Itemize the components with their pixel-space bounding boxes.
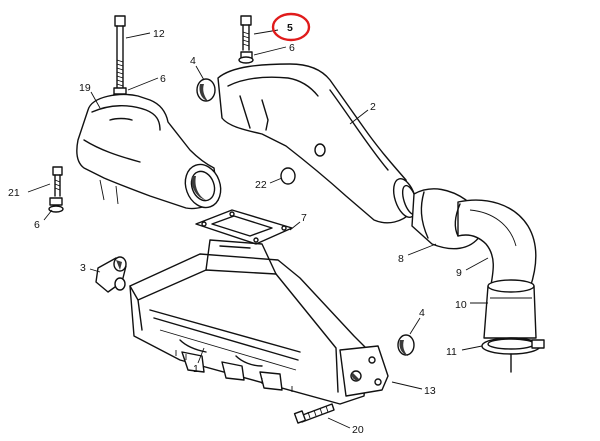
part-4-cap-lower bbox=[397, 334, 415, 356]
part-1-exhaust-manifold bbox=[129, 239, 369, 405]
part-12-bracket bbox=[339, 345, 389, 397]
part-21-bolt bbox=[52, 166, 63, 197]
part-6-washer-top bbox=[238, 51, 254, 64]
part-22-plug bbox=[280, 167, 296, 185]
callout-7: 7 bbox=[301, 212, 307, 224]
leader-lines bbox=[27, 29, 489, 429]
callout-11: 11 bbox=[446, 346, 457, 358]
part-5-bolt bbox=[240, 15, 252, 51]
callout-22: 22 bbox=[255, 179, 267, 191]
part-20-long-bolt bbox=[114, 15, 126, 93]
callout-10: 10 bbox=[455, 299, 467, 311]
callout-19: 19 bbox=[79, 82, 91, 94]
callout-4-lower: 4 bbox=[419, 307, 425, 319]
part-3-fitting bbox=[95, 256, 127, 293]
part-6-washer-lower-left bbox=[48, 197, 64, 213]
callout-12: 13 bbox=[424, 385, 436, 397]
callout-6-left: 6 bbox=[160, 73, 166, 85]
highlight-circle bbox=[271, 12, 311, 42]
callout-6-lower-left: 6 bbox=[34, 219, 40, 231]
callout-13: 20 bbox=[352, 424, 364, 436]
callout-2: 2 bbox=[370, 101, 376, 113]
part-2-exhaust-elbow bbox=[217, 63, 419, 224]
callout-6-top: 6 bbox=[289, 42, 295, 54]
part-19-exhaust-elbow bbox=[76, 93, 222, 210]
part-10-pipe bbox=[483, 279, 537, 339]
callout-3: 3 bbox=[80, 262, 86, 274]
callout-4-upper: 4 bbox=[190, 55, 196, 67]
part-4-cap-upper bbox=[196, 78, 216, 102]
callout-5: 5 bbox=[287, 22, 293, 34]
callout-21: 21 bbox=[8, 187, 20, 199]
part-11-hose-clamp bbox=[481, 337, 545, 373]
callout-8: 8 bbox=[398, 253, 404, 265]
callout-20: 12 bbox=[153, 28, 165, 40]
part-7-gasket bbox=[195, 209, 293, 245]
callout-1: 1 bbox=[193, 363, 199, 375]
part-13-bolt bbox=[293, 403, 335, 424]
callout-9: 9 bbox=[456, 267, 462, 279]
